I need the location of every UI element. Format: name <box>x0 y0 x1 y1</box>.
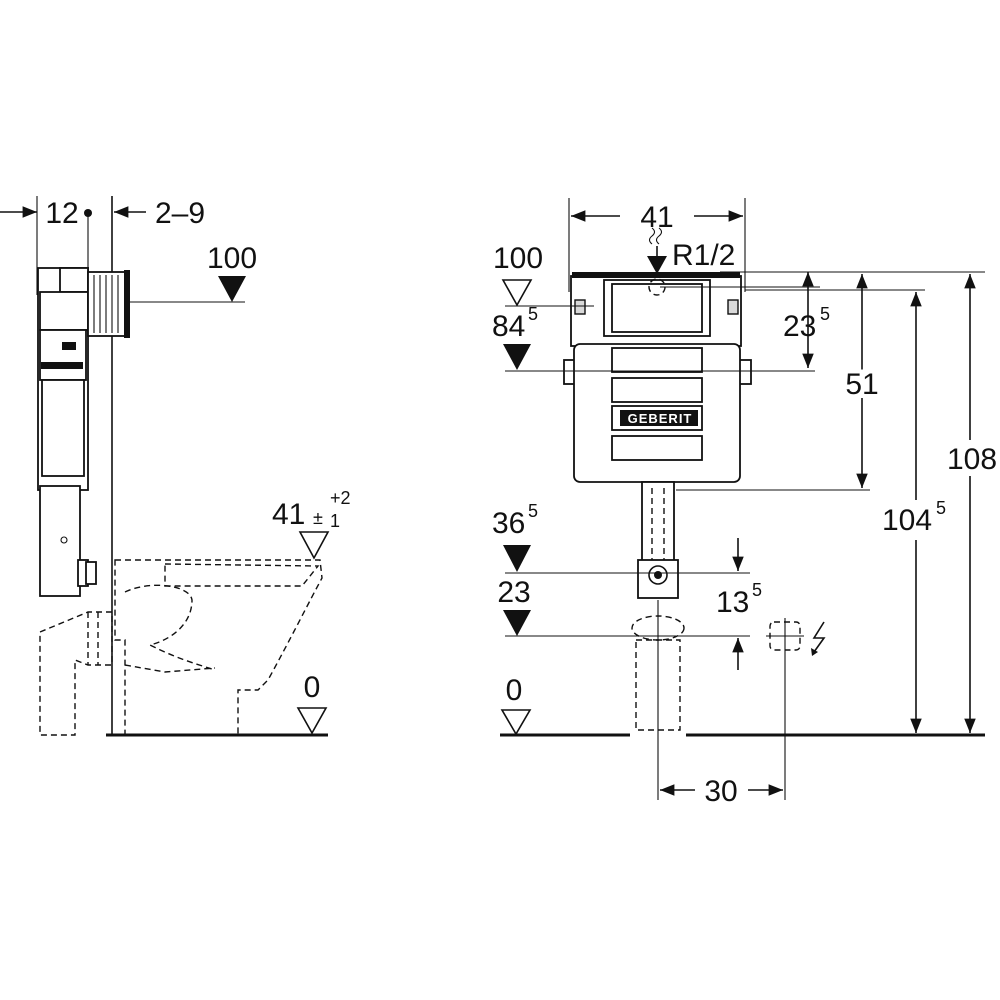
wc-pan-dashed <box>39 559 323 736</box>
level-marker-open-icon <box>296 707 328 735</box>
side-level-seat-lower: 1 <box>330 511 340 531</box>
flush-pipe <box>631 481 685 735</box>
water-supply-icon <box>647 227 667 274</box>
dim-wall-range-label: 2–9 <box>155 197 205 230</box>
dim-inlet-drop-base: 23 <box>783 310 816 343</box>
dim-flush-pipe-base: 104 <box>882 504 932 537</box>
level-marker-open-icon <box>500 709 532 736</box>
front-view: 41 R1/2 GEBERIT <box>492 198 1000 808</box>
dim-width-label: 41 <box>640 201 673 234</box>
front-level-bracket-base: 84 <box>492 310 525 343</box>
side-level-seat-upper: +2 <box>330 488 351 508</box>
level-marker-filled-icon <box>503 545 531 572</box>
side-level-seat: 41 ± +2 1 <box>272 488 351 560</box>
side-level-floor-label: 0 <box>304 671 321 704</box>
dim-outlet-gap-base: 13 <box>716 586 749 619</box>
brand-label: GEBERIT <box>628 411 693 426</box>
level-marker-filled-icon <box>503 344 531 370</box>
connection-label: R1/2 <box>672 239 735 272</box>
level-marker-open-icon <box>501 279 533 307</box>
dim-wall-offset-label: 12 <box>45 197 78 230</box>
power-supply-icon <box>766 618 826 656</box>
cistern-body: GEBERIT <box>573 343 741 483</box>
front-level-outlet: 36 5 <box>492 501 538 572</box>
dim-cistern-height-label: 51 <box>845 368 878 401</box>
dim-wall-range: 2–9 <box>114 197 205 230</box>
level-marker-filled-icon <box>503 610 531 636</box>
dim-total-height-label: 108 <box>947 443 997 476</box>
side-view: 12 2–9 100 41 ± +2 1 0 <box>0 196 351 737</box>
front-level-outlet-sup: 5 <box>528 501 538 521</box>
front-level-bracket-sup: 5 <box>528 304 538 324</box>
level-marker-filled-icon <box>218 276 246 302</box>
front-level-outlet-base: 36 <box>492 507 525 540</box>
front-level-floor-label: 0 <box>506 674 523 707</box>
dim-inlet-drop-sup: 5 <box>820 304 830 324</box>
dim-flush-pipe: 104 5 <box>880 498 952 540</box>
side-level-inlet-label: 100 <box>207 242 257 275</box>
inlet-connector <box>87 270 130 338</box>
front-level-drain-label: 23 <box>497 576 530 609</box>
cistern-frame <box>563 272 752 385</box>
frame-profile <box>37 267 97 597</box>
front-level-top-label: 100 <box>493 242 543 275</box>
dim-power-offset-label: 30 <box>704 775 737 808</box>
side-level-seat-base: 41 <box>272 498 305 531</box>
dim-wall-offset: 12 <box>0 197 92 230</box>
side-level-seat-sign: ± <box>313 508 323 528</box>
dim-flush-pipe-sup: 5 <box>936 498 946 518</box>
dim-outlet-gap-sup: 5 <box>752 580 762 600</box>
dim-inlet-drop: 23 5 <box>783 304 830 343</box>
front-level-bracket: 84 5 <box>492 304 538 370</box>
dim-outlet-gap: 13 5 <box>716 580 762 619</box>
level-marker-open-icon <box>298 531 330 560</box>
